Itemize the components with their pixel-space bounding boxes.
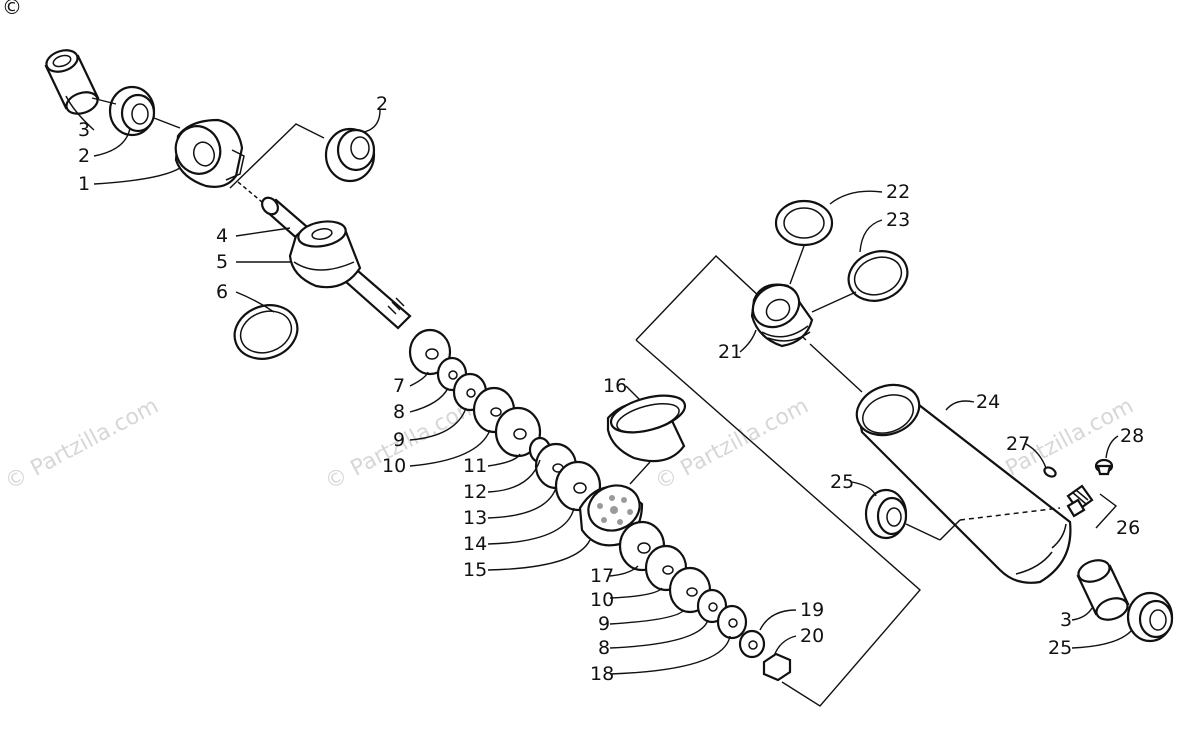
callout-9: 9 [598,613,610,635]
bushing-part-2-right [324,127,376,183]
callout-2: 2 [376,93,388,115]
callout-26: 26 [1116,517,1140,539]
callout-25: 25 [1048,637,1072,659]
callout-21: 21 [718,341,742,363]
bushing-part-3-lower [1076,559,1130,621]
shim-stack-lower [618,520,748,640]
cap-part-28 [1094,458,1114,476]
piston-band-part-16 [606,394,687,463]
watermark-text: © Partzilla.com [1,394,163,496]
callout-9: 9 [393,429,405,451]
bushing-part-25-upper [864,488,908,540]
bushing-part-25-lower [1126,591,1174,643]
callout-14: 14 [463,533,487,555]
callout-24: 24 [976,391,1000,413]
callout-10: 10 [590,589,614,611]
callout-18: 18 [590,663,614,685]
callout-11: 11 [463,455,487,477]
shock-eye-part-1 [174,118,245,188]
callout-labels: 3 2 1 2 4 5 6 7 8 9 10 11 12 13 14 15 16… [78,93,1144,685]
callout-7: 7 [393,375,405,397]
callout-2: 2 [78,145,90,167]
callout-1: 1 [78,173,90,195]
callout-3: 3 [1060,609,1072,631]
callout-25: 25 [830,471,854,493]
callout-10: 10 [382,455,406,477]
callout-8: 8 [393,401,405,423]
callout-28: 28 [1120,425,1144,447]
callout-20: 20 [800,625,824,647]
o-ring-part-23 [847,250,909,302]
callout-22: 22 [886,181,910,203]
valve-part-26 [1066,484,1094,518]
washer-part-19 [738,629,766,659]
callout-16: 16 [603,375,627,397]
callout-17: 17 [590,565,614,587]
callout-19: 19 [800,599,824,621]
o-ring-part-27 [1043,466,1057,478]
shim-stack [408,328,602,512]
callout-12: 12 [463,481,487,503]
callout-3: 3 [78,119,90,141]
copyright-mark: © [2,0,22,19]
callout-23: 23 [886,209,910,231]
callout-5: 5 [216,251,228,273]
seal-head-part-5 [288,220,362,289]
nut-part-20 [762,652,792,682]
callout-13: 13 [463,507,487,529]
bushing-part-2-left [108,85,156,137]
callout-6: 6 [216,281,228,303]
bearing-cap-part-21 [750,283,814,348]
callout-15: 15 [463,559,487,581]
leader-lines [65,95,1133,675]
callout-4: 4 [216,225,228,247]
callout-27: 27 [1006,433,1030,455]
callout-8: 8 [598,637,610,659]
shock-body-part-24 [855,383,1072,584]
